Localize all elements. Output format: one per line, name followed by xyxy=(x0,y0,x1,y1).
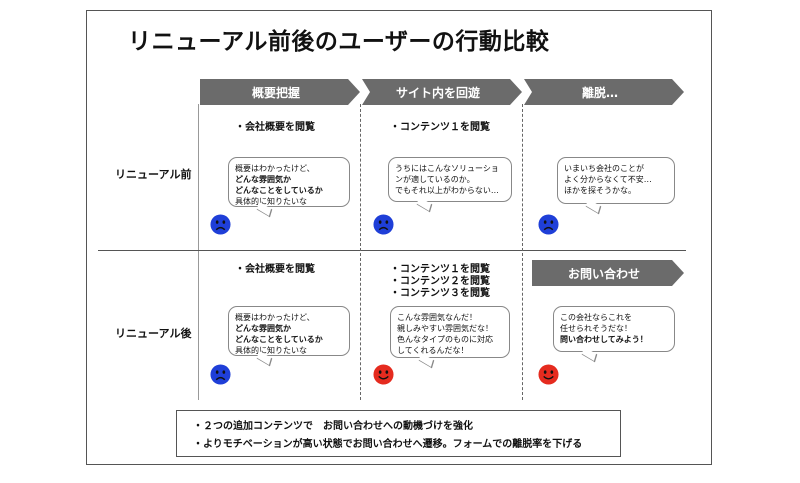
speech-bubble: 概要はわかったけど、 どんな雰囲気か どんなことをしているか 具体的に知りたいな xyxy=(228,306,350,367)
sad-face-icon xyxy=(538,214,559,235)
speech-bubble: いまいち会社のことが よく分からなくて不安… ほかを探そうかな。 xyxy=(557,157,675,215)
speech-bubble: この会社ならこれを 任せられそうだな！ 問い合わせしてみよう！ xyxy=(553,306,675,363)
after-col1-action: ・会社概要を閲覧 xyxy=(235,264,315,275)
column-divider-1 xyxy=(360,104,361,400)
row-label-before: リニューアル前 xyxy=(115,168,192,181)
summary-line: ・よりモチベーションが高い状態でお問い合わせへ遷移。フォームでの離脱率を下げる xyxy=(193,439,583,450)
summary-line: ・２つの追加コンテンツで お問い合わせへの動機づけを強化 xyxy=(193,421,473,432)
column-divider-2 xyxy=(522,104,523,400)
row-divider xyxy=(98,250,686,251)
before-col2-action: ・コンテンツ１を閲覧 xyxy=(390,122,490,133)
happy-face-icon xyxy=(538,364,559,385)
summary-box: ・２つの追加コンテンツで お問い合わせへの動機づけを強化 ・よりモチベーションが… xyxy=(176,410,621,457)
speech-bubble: こんな雰囲気なんだ！ 親しみやすい雰囲気だな！ 色んなタイプのものに対応 してく… xyxy=(390,306,510,369)
stage-arrow-exit: 離脱… xyxy=(524,79,684,105)
sad-face-icon xyxy=(210,214,231,235)
stage-arrow-browse: サイト内を回遊 xyxy=(362,79,522,105)
stage-arrow-inquiry: お問い合わせ xyxy=(532,260,684,286)
sad-face-icon xyxy=(210,364,231,385)
row-label-after: リニューアル後 xyxy=(115,327,192,340)
happy-face-icon xyxy=(373,364,394,385)
page-title: リニューアル前後のユーザーの行動比較 xyxy=(128,29,550,55)
speech-bubble: うちにはこんなソリューショ ンが適しているのか。 でもそれ以上がわからない… xyxy=(388,157,512,213)
speech-bubble: 概要はわかったけど、 どんな雰囲気か どんなことをしているか 具体的に知りたいな xyxy=(228,157,350,218)
stage-arrow-overview: 概要把握 xyxy=(200,79,360,105)
diagram-frame xyxy=(86,10,712,465)
row-label-divider xyxy=(198,104,199,400)
sad-face-icon xyxy=(373,214,394,235)
after-col2-actions: ・コンテンツ１を閲覧 ・コンテンツ２を閲覧 ・コンテンツ３を閲覧 xyxy=(390,264,490,299)
before-col1-action: ・会社概要を閲覧 xyxy=(235,122,315,133)
